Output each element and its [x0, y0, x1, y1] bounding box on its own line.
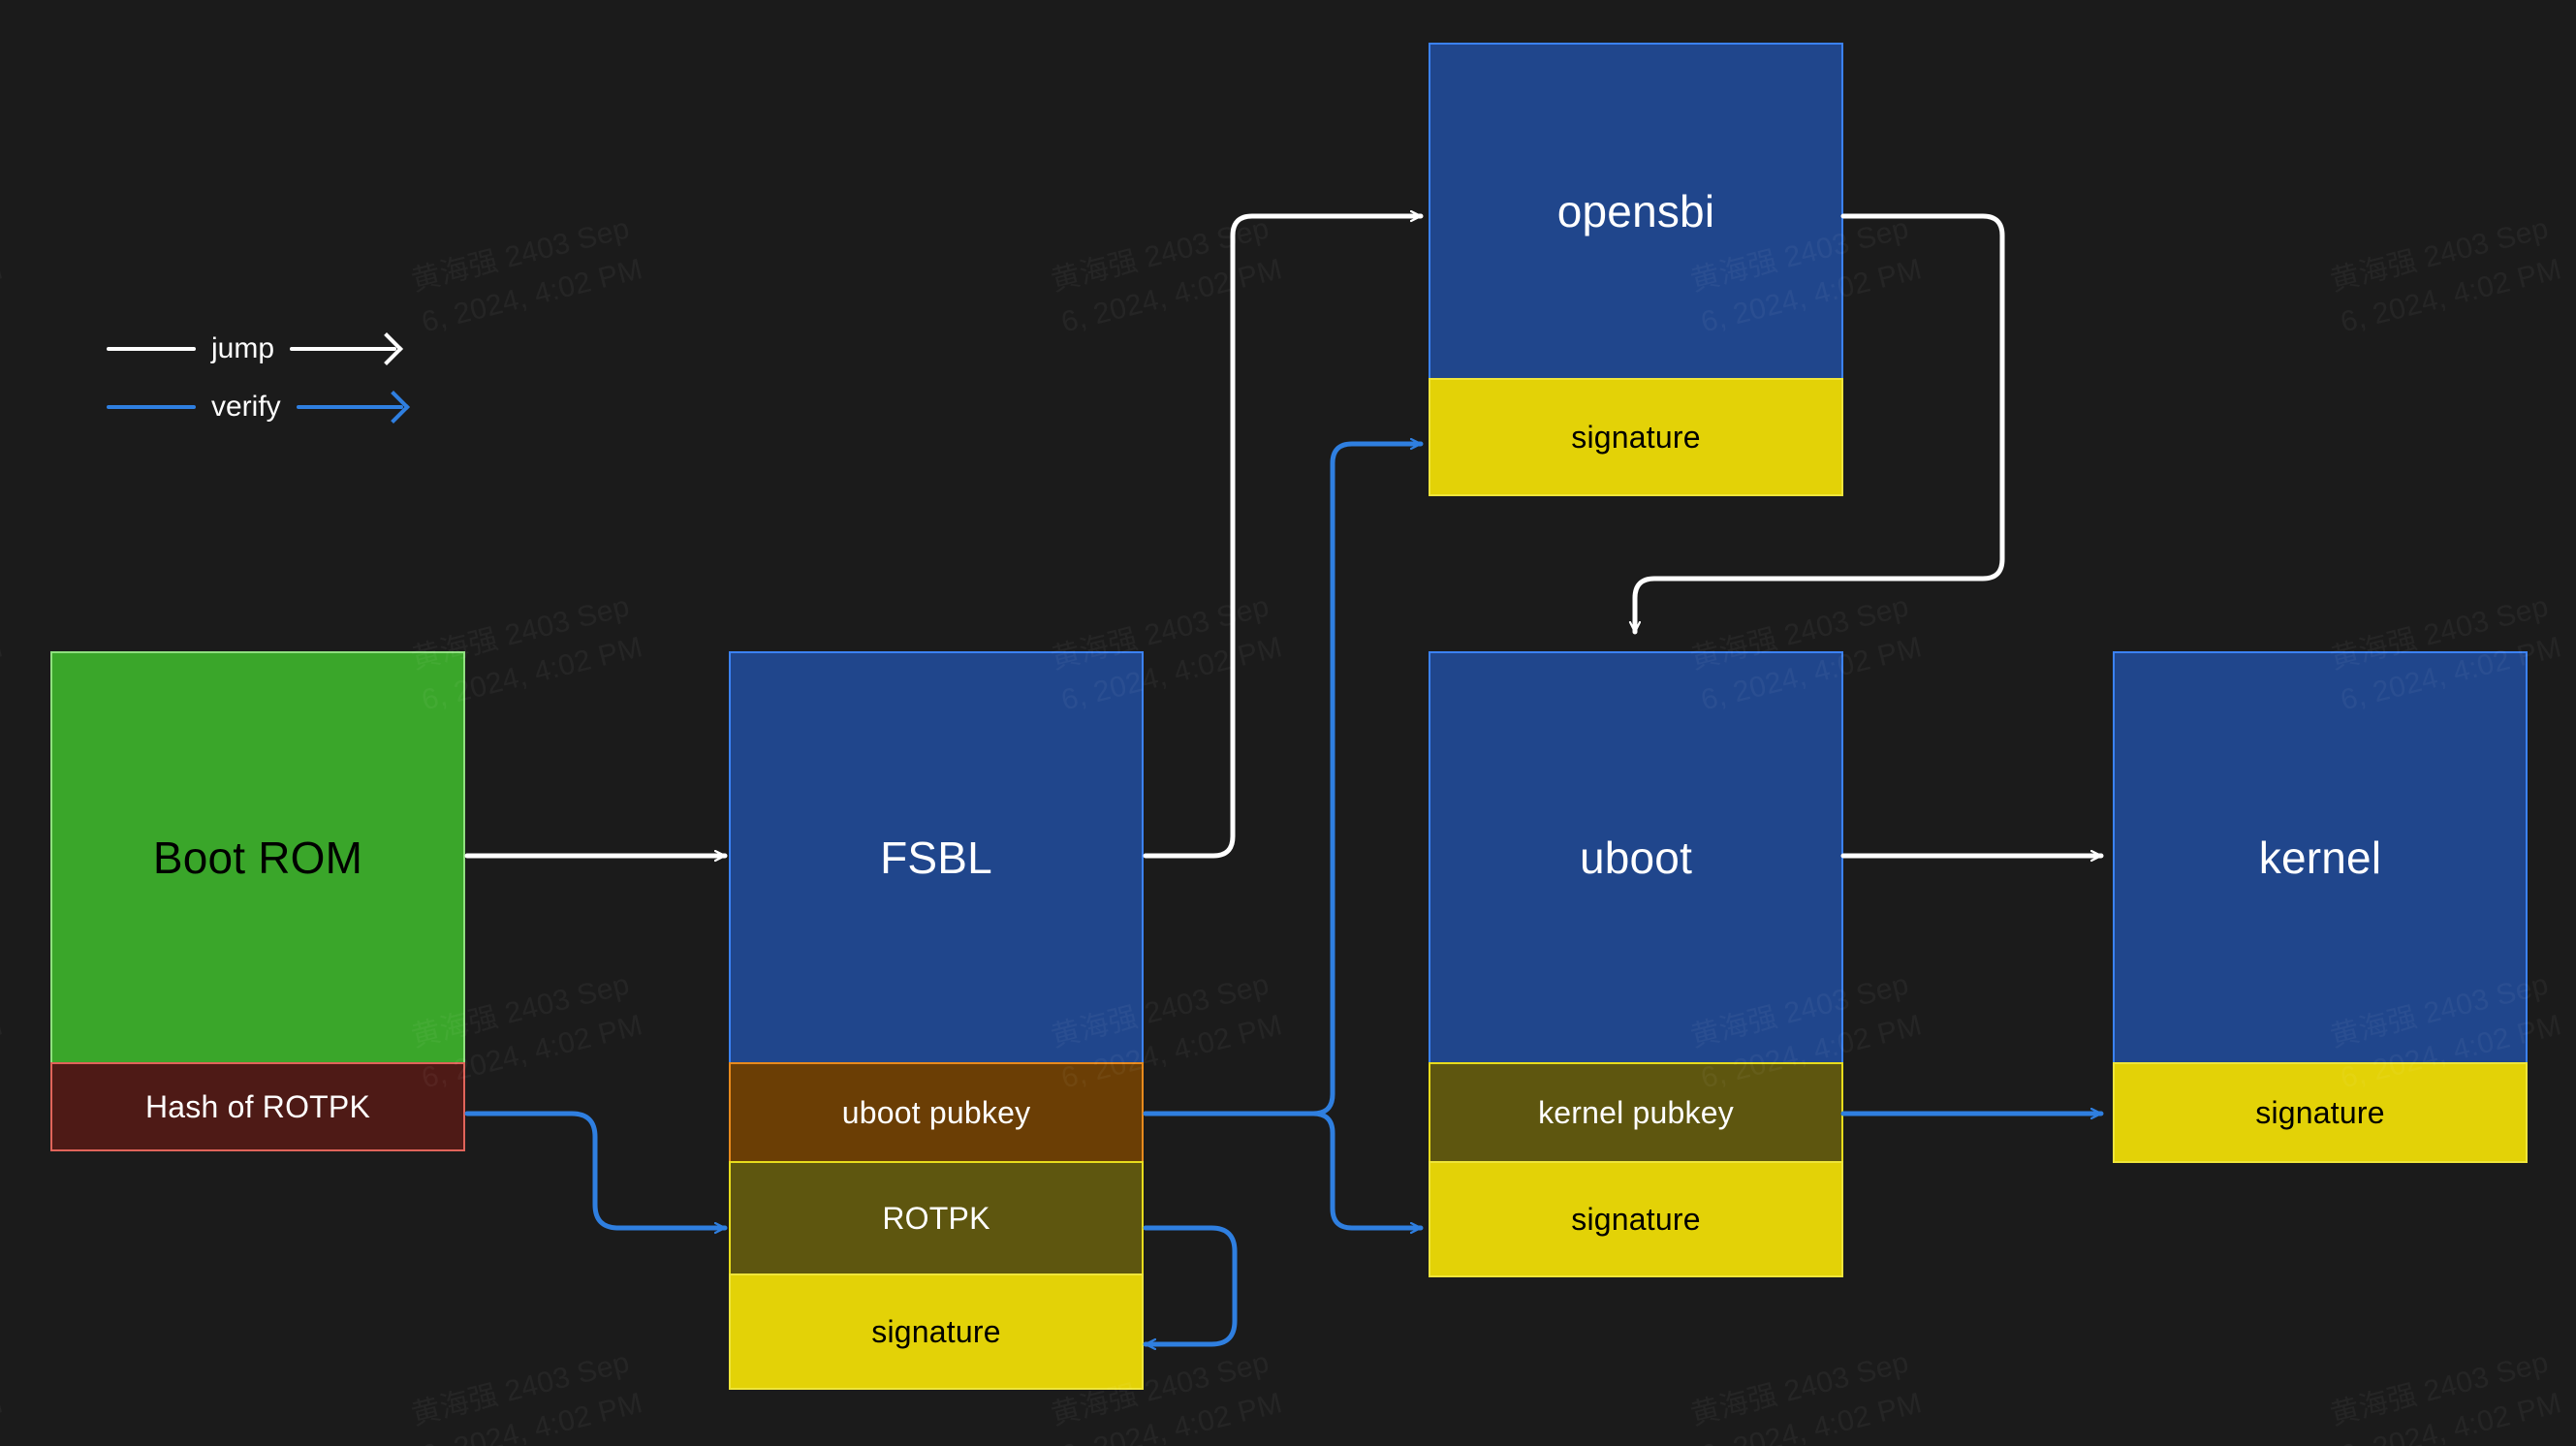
edge-fsbl-to-opensbi [1143, 216, 1424, 859]
segment-rotpk: ROTPK [729, 1161, 1144, 1275]
legend-item-jump: jump [107, 320, 426, 378]
node-boot-rom[interactable]: Boot ROM Hash of ROTPK [50, 651, 465, 1151]
legend-arrow-jump-icon [290, 347, 397, 351]
segment-uboot-pubkey: uboot pubkey [729, 1062, 1144, 1163]
watermark-text: 黄海强 2403 Sep 6, 2024, 4:02 PM [0, 207, 7, 344]
legend-line-jump-icon [107, 347, 196, 351]
segment-fsbl: FSBL [729, 651, 1144, 1064]
legend-label-jump: jump [211, 332, 275, 364]
legend-arrow-verify-icon [296, 405, 403, 409]
legend: jump verify [107, 320, 426, 436]
watermark-text: 黄海强 2403 Sep 6, 2024, 4:02 PM [1047, 207, 1286, 344]
node-kernel[interactable]: kernel signature [2113, 651, 2528, 1163]
segment-hash-of-rotpk: Hash of ROTPK [50, 1062, 465, 1151]
segment-boot-rom: Boot ROM [50, 651, 465, 1064]
node-fsbl[interactable]: FSBL uboot pubkey ROTPK signature [729, 651, 1144, 1390]
edge-hashrotpk-to-rotpk [464, 1111, 728, 1228]
segment-opensbi-signature: signature [1429, 378, 1843, 496]
segment-kernel: kernel [2113, 651, 2528, 1064]
watermark-text: 黄海强 2403 Sep 6, 2024, 4:02 PM [0, 1341, 7, 1446]
watermark-text: 黄海强 2403 Sep 6, 2024, 4:02 PM [0, 963, 7, 1100]
watermark-text: 黄海强 2403 Sep 6, 2024, 4:02 PM [2326, 207, 2565, 344]
edge-rotpk-to-fsbl-signature [1143, 1225, 1238, 1344]
segment-opensbi: opensbi [1429, 43, 1843, 380]
watermark-text: 黄海强 2403 Sep 6, 2024, 4:02 PM [1686, 1341, 1926, 1446]
segment-uboot-signature: signature [1429, 1161, 1843, 1277]
watermark-text: 黄海强 2403 Sep 6, 2024, 4:02 PM [2326, 1341, 2565, 1446]
legend-label-verify: verify [211, 391, 281, 423]
legend-item-verify: verify [107, 378, 426, 436]
edge-ubootpubkey-to-opensbi-signature [1143, 444, 1424, 1116]
node-uboot[interactable]: uboot kernel pubkey signature [1429, 651, 1843, 1277]
watermark-text: 黄海强 2403 Sep 6, 2024, 4:02 PM [0, 585, 7, 722]
segment-fsbl-signature: signature [729, 1273, 1144, 1390]
segment-kernel-pubkey: kernel pubkey [1429, 1062, 1843, 1163]
watermark-text: 黄海强 2403 Sep 6, 2024, 4:02 PM [407, 207, 646, 344]
watermark-text: 黄海强 2403 Sep 6, 2024, 4:02 PM [407, 1341, 646, 1446]
segment-kernel-signature: signature [2113, 1062, 2528, 1163]
node-opensbi[interactable]: opensbi signature [1429, 43, 1843, 496]
segment-uboot: uboot [1429, 651, 1843, 1064]
legend-line-verify-icon [107, 405, 196, 409]
edge-ubootpubkey-to-uboot-signature [1143, 1111, 1424, 1228]
